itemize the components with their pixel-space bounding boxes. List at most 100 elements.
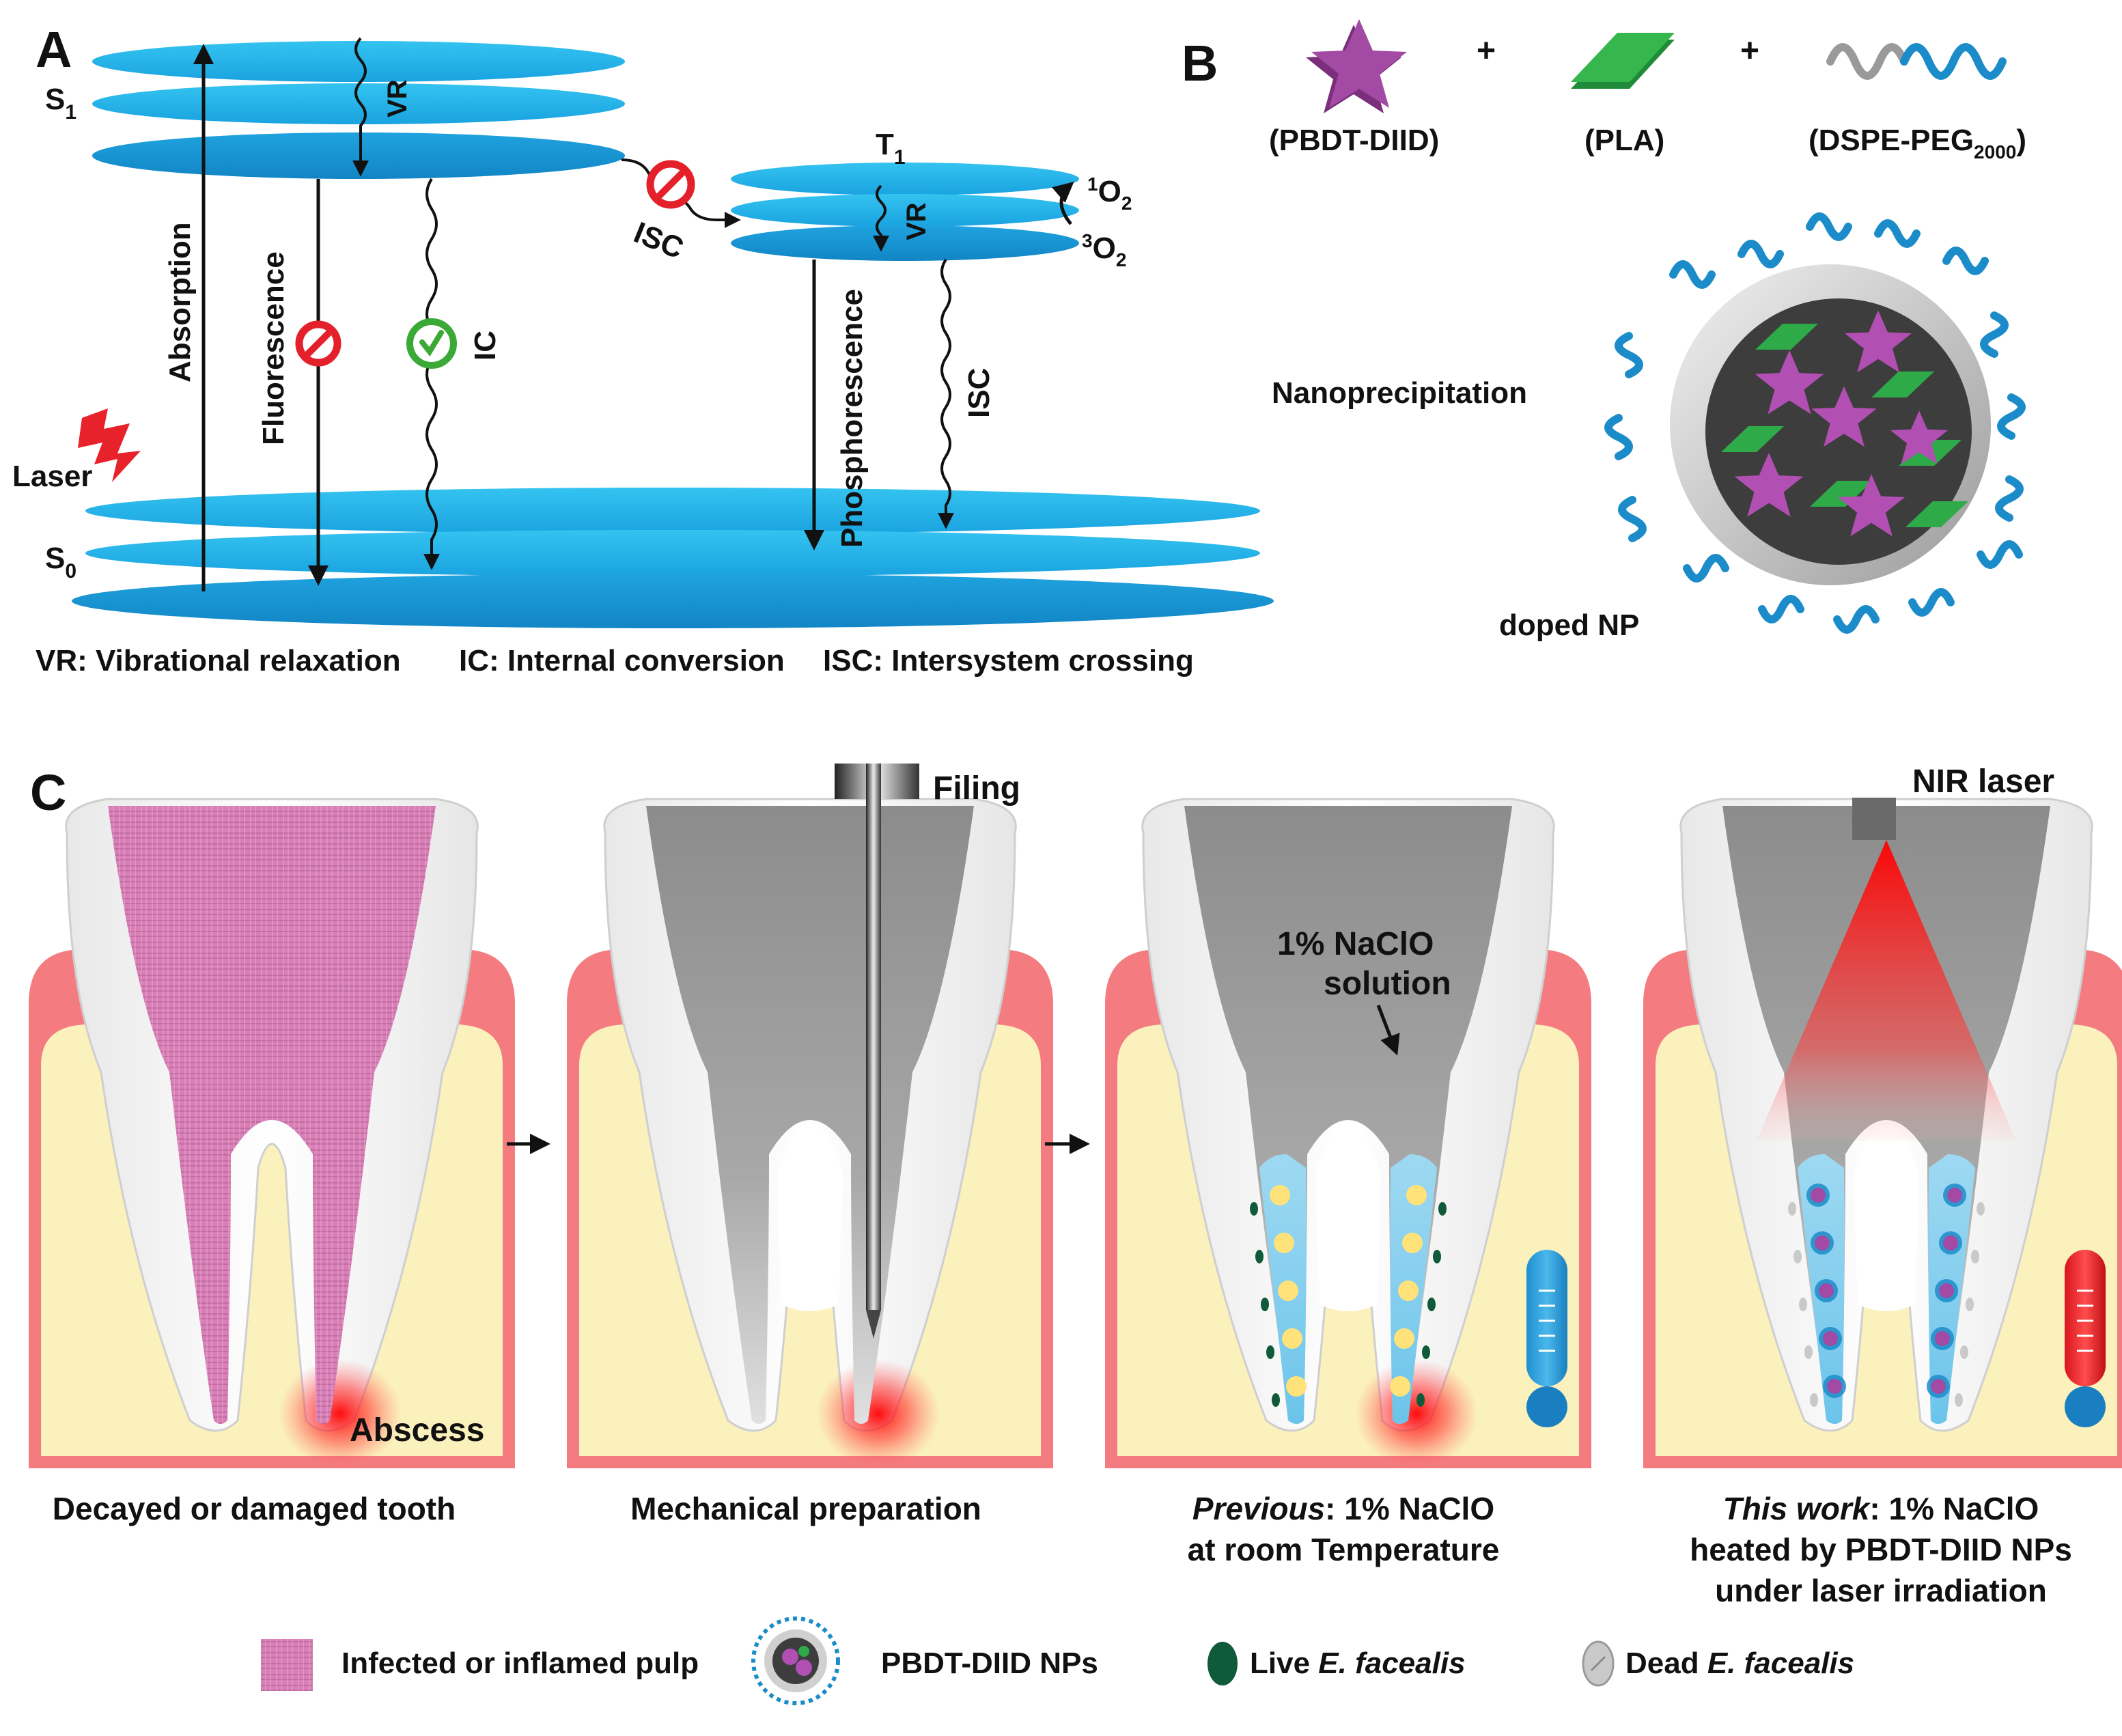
- legend-dead-label: Dead E. facealis: [1625, 1647, 1854, 1680]
- np-core-stars: [1734, 310, 1948, 537]
- tooth-frame-2: [567, 798, 1053, 1468]
- thermometer-4: [2065, 1250, 2106, 1386]
- s1-label: S1: [45, 83, 76, 124]
- nir-laser-label: NIR laser: [1912, 764, 2054, 800]
- t1-level-top: [731, 163, 1079, 195]
- np-particle-core: [1947, 1188, 1962, 1203]
- np-particle-core: [1811, 1188, 1826, 1203]
- thermometer-bulb-4: [2065, 1386, 2106, 1427]
- naclo-solution-line1: 1% NaClO: [1277, 926, 1434, 962]
- np-particle-core: [1815, 1235, 1830, 1250]
- thermometer-3: [1526, 1250, 1567, 1386]
- nir-laser-beam: [1757, 840, 2016, 1140]
- np-particle-core: [1823, 1331, 1838, 1346]
- singlet-oxygen-label: 1O2: [1087, 173, 1132, 214]
- live-bacteria: [1250, 1202, 1258, 1216]
- naclo-pointer-arrow: [1376, 1005, 1400, 1056]
- inner-crown-2: [777, 1123, 843, 1311]
- caption-tooth-4-line2: heated by PBDT-DIID NPs: [1690, 1532, 2072, 1567]
- panel-c-root-canal-treatment: C Filing NIR laser Abscess 1% NaClO solu…: [29, 764, 2122, 1608]
- naclo-bubble: [1282, 1328, 1302, 1349]
- live-bacteria: [1433, 1250, 1441, 1263]
- laser-bolt-icon: [78, 408, 141, 482]
- naclo-solution-line2: solution: [1324, 966, 1451, 1002]
- pbdt-diid-label: (PBDT-DIID): [1269, 124, 1439, 157]
- dead-bacteria: [1799, 1298, 1807, 1311]
- vr-top-label: VR: [382, 79, 413, 117]
- isc-forbidden-icon: [646, 160, 695, 209]
- dspe-peg-coil-icon: [1826, 43, 2007, 80]
- np-particle-core: [1935, 1331, 1950, 1346]
- tooth-frame-1: [29, 798, 515, 1468]
- caption-tooth-2: Mechanical preparation: [630, 1491, 981, 1526]
- panel-c-letter: C: [30, 764, 66, 821]
- cavity-2: [646, 806, 974, 1424]
- naclo-bubble: [1278, 1280, 1298, 1301]
- definition-ic: IC: Internal conversion: [459, 644, 785, 677]
- legend-pulp-label: Infected or inflamed pulp: [341, 1647, 699, 1680]
- naclo-bubble: [1402, 1233, 1423, 1253]
- s0-level-mid: [85, 530, 1260, 576]
- dspe-peg-label: (DSPE-PEG2000): [1809, 124, 2026, 163]
- panel-a-jablonski-diagram: A S1 S0 T1 Absorption VR Fluorescence: [12, 21, 1274, 677]
- doped-np-label: doped NP: [1499, 608, 1639, 642]
- dead-bacteria: [1804, 1345, 1813, 1359]
- legend-np-icon: [751, 1616, 840, 1705]
- pbdt-diid-star-icon: [1306, 19, 1407, 113]
- live-bacteria: [1266, 1345, 1274, 1359]
- fluorescence-label: Fluorescence: [257, 251, 290, 445]
- inner-crown-3: [1315, 1123, 1381, 1311]
- filing-tool: [835, 764, 919, 1339]
- cavity-3: [1184, 806, 1512, 1424]
- oxygen-conversion-arrow: [1052, 182, 1074, 225]
- tooth-frame-4: [1643, 798, 2122, 1468]
- triplet-oxygen-label: 3O2: [1082, 230, 1126, 270]
- caption-tooth-3-line1: Previous: 1% NaClO: [1192, 1491, 1494, 1526]
- naclo-bubble: [1406, 1185, 1427, 1205]
- dead-bacteria: [1966, 1298, 1974, 1311]
- infected-pulp: [108, 806, 436, 1424]
- dead-bacteria: [1960, 1345, 1968, 1359]
- live-bacteria: [1272, 1393, 1280, 1407]
- plus-sign-2: +: [1740, 33, 1759, 69]
- live-bacteria: [1438, 1202, 1447, 1216]
- doped-nanoparticle: [1604, 212, 2026, 634]
- naclo-bubble: [1270, 1185, 1290, 1205]
- vr-t1-arrow: [873, 184, 889, 252]
- pla-sheet-icon: [1571, 33, 1675, 89]
- thermometer-bulb-3: [1526, 1386, 1567, 1427]
- s0-label: S0: [45, 542, 76, 583]
- live-bacteria: [1261, 1298, 1269, 1311]
- live-bacteria: [1427, 1298, 1436, 1311]
- np-particle-core: [1943, 1235, 1958, 1250]
- caption-tooth-4-line1: This work: 1% NaClO: [1723, 1491, 2039, 1526]
- dead-bacteria: [1788, 1202, 1796, 1216]
- isc-down-arrow: [938, 258, 954, 529]
- plus-sign-1: +: [1477, 33, 1496, 69]
- vr-t1-label: VR: [902, 202, 932, 240]
- tooth-frame-3: [1105, 798, 1591, 1468]
- definition-vr: VR: Vibrational relaxation: [36, 644, 401, 677]
- legend-dead-bacteria-mark: [1590, 1655, 1606, 1672]
- caption-tooth-3-line2: at room Temperature: [1188, 1532, 1500, 1567]
- panel-b-nanoparticle-assembly: B + + (PBDT-DIID) (PLA) (DSPE-PEG2000) N…: [1182, 19, 2026, 642]
- naclo-bubble: [1390, 1376, 1410, 1397]
- dead-bacteria: [1971, 1250, 1979, 1263]
- live-bacteria: [1422, 1345, 1430, 1359]
- abscess-label: Abscess: [350, 1412, 484, 1448]
- laser-label: Laser: [12, 460, 92, 493]
- inner-crown-4: [1854, 1123, 1919, 1311]
- vr-top-arrow: [352, 37, 369, 177]
- naclo-bubble: [1394, 1328, 1414, 1349]
- legend-pulp-swatch: [261, 1639, 313, 1691]
- filing-label: Filing: [933, 770, 1020, 807]
- nanoprecipitation-label: Nanoprecipitation: [1272, 376, 1527, 410]
- phosphorescence-label: Phosphorescence: [835, 289, 869, 548]
- legend-live-bacteria-icon: [1207, 1642, 1238, 1685]
- s1-level-mid: [92, 83, 625, 124]
- dead-bacteria: [1810, 1393, 1818, 1407]
- live-bacteria: [1416, 1393, 1425, 1407]
- t1-level-base: [731, 225, 1079, 261]
- np-particle-core: [1939, 1283, 1954, 1298]
